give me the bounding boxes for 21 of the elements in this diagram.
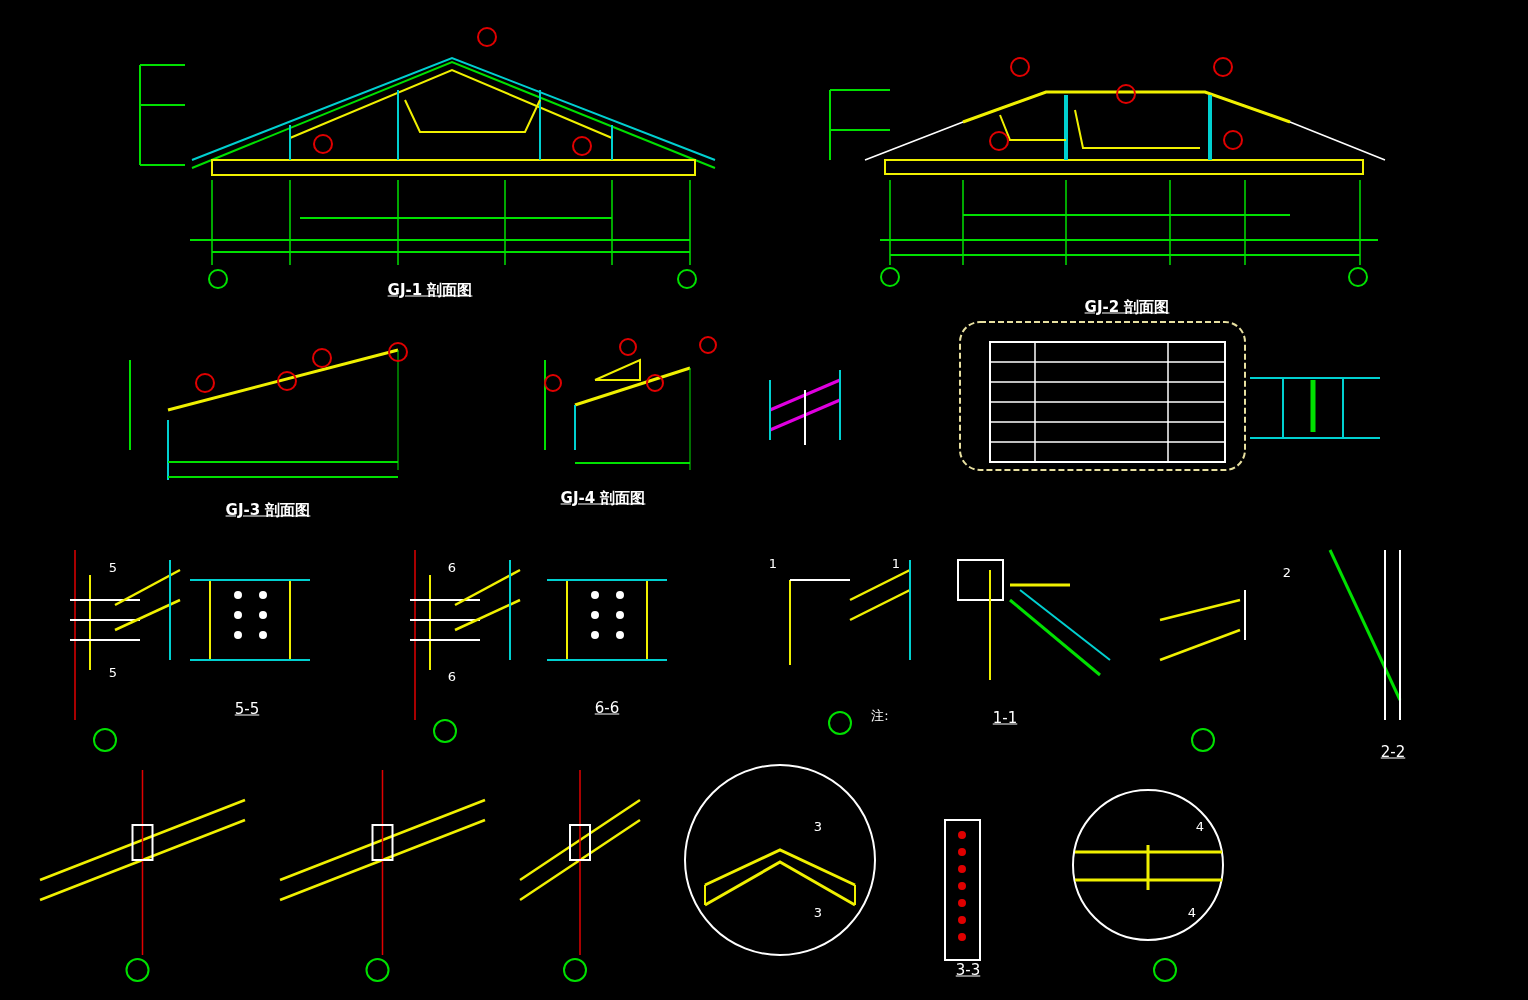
section-title: 1-1: [992, 710, 1018, 726]
section-mark: 2: [1282, 565, 1292, 579]
section-title: 2-2: [1380, 744, 1406, 760]
section-mark: 5: [108, 560, 118, 574]
section-mark: 6: [447, 560, 457, 574]
section-title: GJ-1 剖面图: [387, 282, 473, 298]
section-title: 3-3: [955, 962, 981, 978]
section-mark: 6: [447, 669, 457, 683]
section-title: GJ-3 剖面图: [225, 502, 311, 518]
note-label: 注:: [871, 708, 889, 722]
section-title: GJ-4 剖面图: [560, 490, 646, 506]
section-title: 5-5: [234, 701, 260, 717]
section-title: 6-6: [594, 700, 620, 716]
section-mark: 1: [891, 556, 901, 570]
section-title: GJ-2 剖面图: [1084, 299, 1170, 315]
section-mark: 3: [813, 819, 823, 833]
section-mark: 5: [108, 665, 118, 679]
section-mark: 3: [813, 905, 823, 919]
section-mark: 4: [1195, 819, 1205, 833]
section-mark: 4: [1187, 905, 1197, 919]
section-mark: 1: [768, 556, 778, 570]
